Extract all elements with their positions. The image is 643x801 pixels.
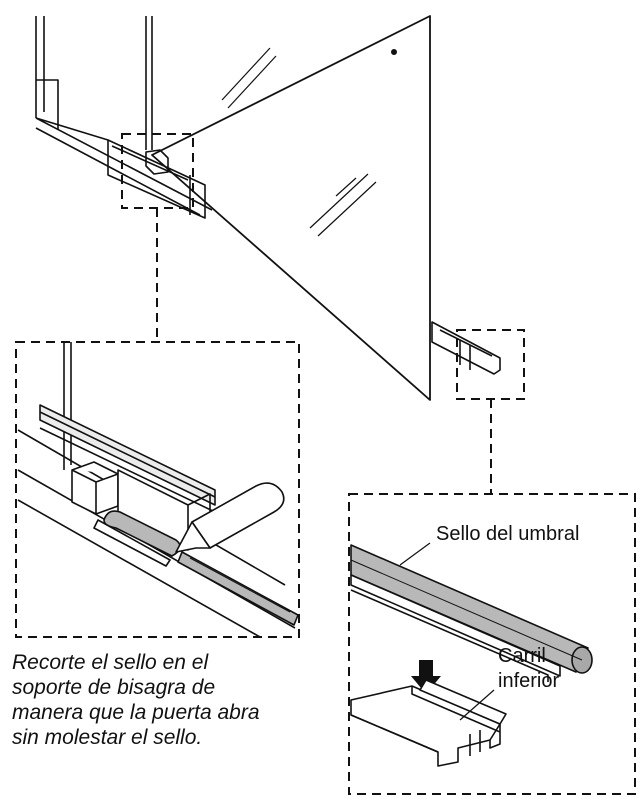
knife-blade xyxy=(175,521,211,553)
leader-rail-label xyxy=(459,689,495,721)
hinge-rod xyxy=(145,16,153,150)
caption-line-1: Recorte el sello en el xyxy=(12,651,209,674)
bottom-rail-short xyxy=(431,321,501,375)
utility-knife xyxy=(191,482,285,549)
door-knob xyxy=(391,49,397,55)
wall-jamb xyxy=(35,16,109,141)
down-arrow xyxy=(411,660,441,694)
threshold-sill xyxy=(35,117,213,216)
caption-line-2: soporte de bisagra de xyxy=(12,676,216,699)
bottom-rail-label-line2: inferior xyxy=(498,670,560,692)
bottom-rail-label: Carril inferior xyxy=(498,644,559,694)
detail-hinge-frame xyxy=(15,341,300,638)
detail-rail-frame xyxy=(348,493,636,795)
bottom-rail-label-line1: Carril xyxy=(498,645,546,667)
leader-seal-label xyxy=(399,542,431,566)
hinge-bracket xyxy=(107,139,206,219)
detail-bottom-rail xyxy=(93,519,171,567)
instruction-caption: Recorte el sello en el soporte de bisagr… xyxy=(12,650,342,750)
caption-line-3: manera que la puerta abra xyxy=(12,701,260,724)
detail-hinge-cube xyxy=(71,461,119,515)
threshold-seal-label: Sello del umbral xyxy=(436,523,580,545)
overview-drawing xyxy=(35,15,501,401)
detail-glass-edge xyxy=(63,342,72,470)
threshold-seal-tube xyxy=(350,544,589,673)
glass-door-panel xyxy=(151,15,431,401)
caption-line-4: sin molestar el sello. xyxy=(12,726,203,749)
wall-bracket xyxy=(36,79,59,130)
glass-reflection xyxy=(221,47,377,237)
detail-rail-drawing xyxy=(350,542,593,767)
callout-frames xyxy=(15,133,636,795)
bottom-rail-top xyxy=(419,679,507,725)
bottom-rail-profile xyxy=(350,685,501,767)
seal-flange xyxy=(350,574,561,677)
detail-hinge-drawing xyxy=(17,342,299,638)
